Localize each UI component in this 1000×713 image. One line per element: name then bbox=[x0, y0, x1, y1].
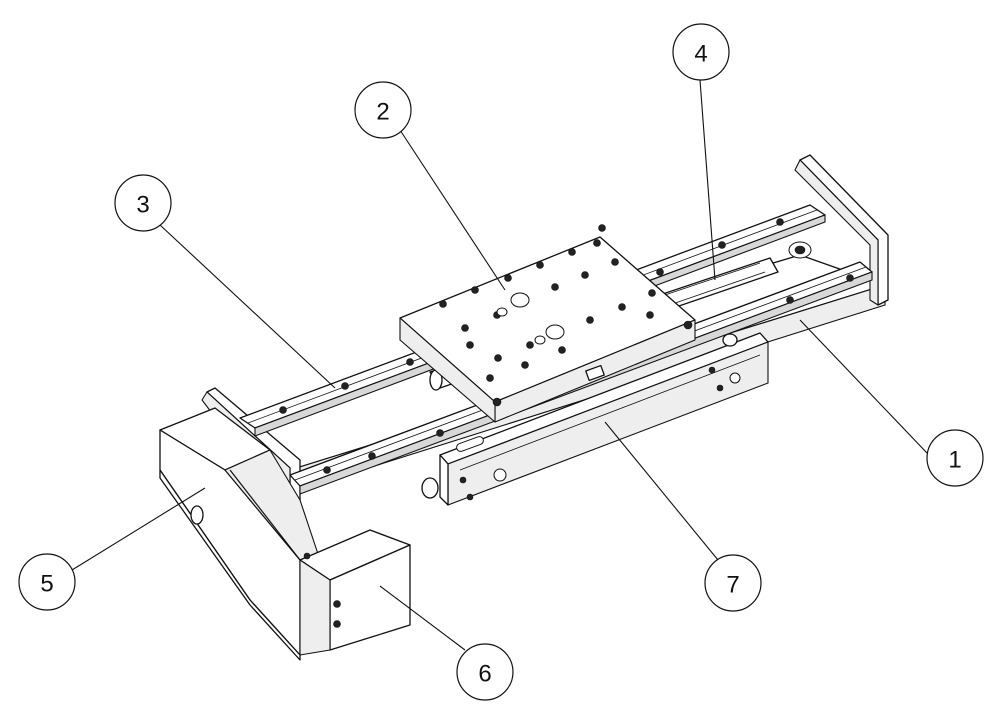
callout-6: 6 bbox=[456, 643, 514, 701]
callout-3: 3 bbox=[114, 174, 172, 232]
callout-4-label: 4 bbox=[694, 41, 707, 68]
rail-screws bbox=[279, 218, 854, 474]
callout-5-label: 5 bbox=[40, 571, 53, 598]
sensor-rail bbox=[421, 332, 769, 506]
callout-2-label: 2 bbox=[376, 99, 389, 126]
motor-housing bbox=[159, 407, 321, 661]
callout-7: 7 bbox=[704, 554, 762, 612]
callout-1-label: 1 bbox=[948, 447, 961, 474]
base-counterbore bbox=[788, 241, 812, 259]
leader-lines bbox=[71, 79, 928, 651]
callout-3-label: 3 bbox=[136, 192, 149, 219]
callout-4: 4 bbox=[672, 23, 730, 81]
callout-5: 5 bbox=[18, 553, 76, 611]
callout-1: 1 bbox=[926, 429, 984, 487]
motor-cover bbox=[299, 529, 411, 656]
callout-2: 2 bbox=[354, 81, 412, 139]
callout-7-label: 7 bbox=[726, 572, 739, 599]
callout-6-label: 6 bbox=[478, 661, 491, 688]
